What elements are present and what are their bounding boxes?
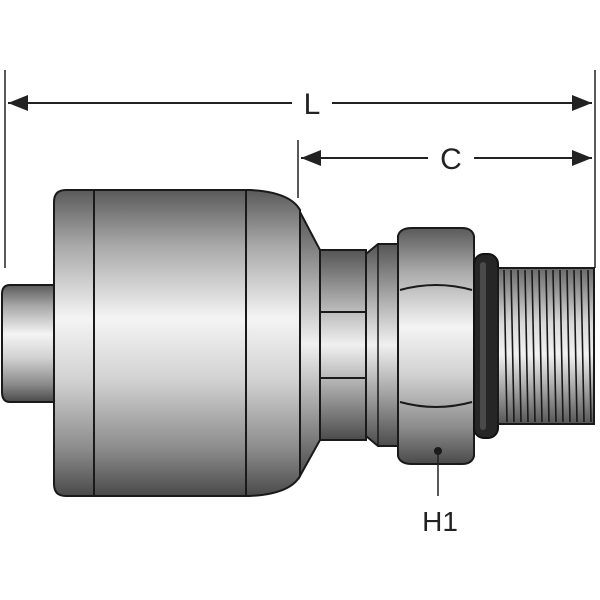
hex-flat-bottom <box>399 401 473 408</box>
thread-crest <box>552 269 557 423</box>
thread-crest <box>531 269 536 423</box>
thread-crest <box>573 269 578 423</box>
thread-section <box>497 267 595 425</box>
thread-crest <box>524 269 529 423</box>
thread-crest <box>545 269 550 423</box>
socket-shell <box>53 189 301 497</box>
thread-crest <box>587 269 592 423</box>
o-ring-highlight <box>480 262 486 430</box>
hex-size-label: H1 <box>422 506 458 537</box>
thread-crest <box>559 269 564 423</box>
thread-crest <box>538 269 543 423</box>
thread-crest <box>510 269 515 423</box>
thread-crest <box>580 269 585 423</box>
socket-taper <box>299 211 321 480</box>
cutoff-length-label: C <box>440 143 462 176</box>
hose-stub <box>1 284 57 403</box>
thread-crest <box>517 269 522 423</box>
overall-length-label: L <box>304 88 321 121</box>
thread-crest <box>566 269 571 423</box>
hex-flat-top <box>399 284 473 291</box>
thread-crest <box>503 269 508 423</box>
hex-nut <box>397 227 475 465</box>
nipple-collar <box>365 243 399 447</box>
nipple-body <box>319 249 367 441</box>
